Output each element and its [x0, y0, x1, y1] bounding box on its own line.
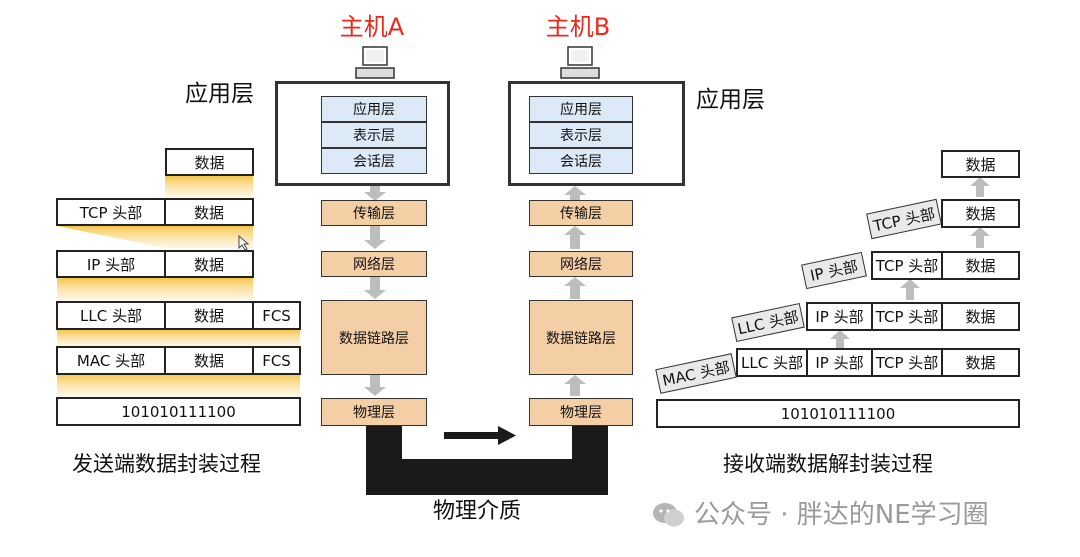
receiver-ip-data-cell: 数据 [941, 251, 1020, 280]
encap-band-5 [57, 374, 300, 396]
sender-mac-fcs-cell: FCS [252, 346, 301, 375]
encap-band-2 [57, 226, 253, 248]
app-layer-label-right: 应用层 [696, 87, 765, 113]
sender-mac-header-cell: MAC 头部 [56, 346, 166, 375]
host-b-datalink-layer: 数据链路层 [529, 300, 633, 375]
encap-band-1 [165, 176, 253, 197]
transfer-arrow-icon [444, 426, 516, 445]
sender-ip-header-cell: IP 头部 [56, 250, 166, 278]
receiver-mac-ip-header-cell: IP 头部 [806, 348, 873, 377]
receiver-bits-cell: 101010111100 [656, 399, 1020, 428]
wechat-icon [653, 503, 684, 527]
watermark-text: 公众号 · 胖达的NE学习圈 [694, 500, 989, 530]
host-b-physical-layer: 物理层 [529, 398, 633, 426]
receiver-up-arrows [830, 177, 990, 348]
host-a-computer-icon [355, 46, 395, 79]
sender-llc-fcs-cell: FCS [252, 301, 301, 330]
host-a-title: 主机A [339, 13, 405, 41]
host-b-title: 主机B [545, 13, 611, 41]
host-a-presentation-layer: 表示层 [321, 122, 427, 148]
sender-llc-data-cell: 数据 [164, 301, 254, 330]
sender-llc-header-cell: LLC 头部 [56, 301, 166, 330]
host-b-session-layer: 会话层 [529, 148, 633, 174]
sender-ip-data-cell: 数据 [164, 250, 254, 278]
receiver-mac-llc-header-cell: LLC 头部 [736, 348, 808, 377]
receiver-llc-ip-header-cell: IP 头部 [806, 302, 873, 331]
encap-band-3 [57, 278, 253, 300]
host-b-application-layer: 应用层 [529, 96, 633, 122]
receiver-llc-data-cell: 数据 [941, 302, 1020, 331]
sender-caption: 发送端数据封装过程 [72, 452, 261, 476]
host-a-session-layer: 会话层 [321, 148, 427, 174]
sender-mac-data-cell: 数据 [164, 346, 254, 375]
encap-band-4 [57, 330, 300, 346]
receiver-caption: 接收端数据解封装过程 [723, 452, 933, 476]
host-a-physical-layer: 物理层 [321, 398, 427, 426]
sender-bits-cell: 101010111100 [56, 397, 301, 426]
host-a-datalink-layer: 数据链路层 [321, 300, 427, 375]
cursor-icon [238, 234, 250, 251]
sender-tcp-data-cell: 数据 [164, 198, 254, 226]
host-a-down-arrows [364, 186, 386, 396]
physical-medium-label: 物理介质 [433, 499, 522, 524]
host-a-application-layer: 应用层 [321, 96, 427, 122]
host-b-up-arrows [564, 186, 586, 396]
sender-tcp-header-cell: TCP 头部 [56, 198, 166, 226]
host-b-transport-layer: 传输层 [529, 200, 633, 226]
host-b-computer-icon [560, 46, 600, 79]
host-a-transport-layer: 传输层 [321, 200, 427, 226]
receiver-mac-data-cell: 数据 [941, 348, 1020, 377]
host-b-presentation-layer: 表示层 [529, 122, 633, 148]
host-b-network-layer: 网络层 [529, 251, 633, 277]
watermark: 公众号 · 胖达的NE学习圈 [652, 500, 989, 530]
receiver-data-cell: 数据 [941, 150, 1020, 178]
app-layer-label-left: 应用层 [185, 81, 254, 107]
host-a-network-layer: 网络层 [321, 251, 427, 277]
receiver-tcp-data-cell: 数据 [941, 199, 1020, 228]
receiver-mac-tcp-header-cell: TCP 头部 [871, 348, 943, 377]
receiver-ip-tcp-header-cell: TCP 头部 [871, 251, 943, 280]
receiver-llc-tcp-header-cell: TCP 头部 [871, 302, 943, 331]
sender-data-cell: 数据 [165, 148, 254, 176]
physical-medium-path [366, 426, 608, 495]
